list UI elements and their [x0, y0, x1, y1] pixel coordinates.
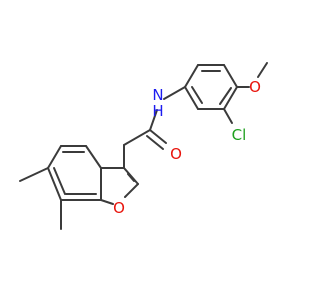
bond: [100, 199, 114, 205]
bond: [219, 87, 232, 105]
molecule-structure: N H O O O Cl: [19, 62, 268, 230]
bond: [127, 173, 135, 182]
bond: [223, 64, 238, 88]
bond: [149, 109, 158, 131]
bond: [184, 86, 199, 110]
bond: [123, 129, 151, 146]
bond: [191, 86, 203, 104]
bond: [163, 86, 186, 100]
atom-label: O: [170, 145, 182, 163]
bond: [146, 135, 164, 150]
bond: [257, 62, 268, 78]
bond: [184, 64, 199, 88]
atom-label: N: [152, 86, 163, 104]
bond: [223, 108, 233, 124]
atom-label: O: [249, 78, 261, 96]
bond: [53, 167, 66, 195]
atom-label: Cl: [232, 126, 247, 144]
atom-label: O: [113, 199, 125, 217]
bond: [124, 183, 139, 198]
bond: [149, 129, 167, 144]
bond: [47, 167, 62, 201]
bond: [19, 167, 49, 182]
atom-label: H: [152, 102, 163, 120]
atom-labels: N H O O O Cl: [113, 78, 261, 217]
bond-set: [19, 62, 268, 230]
bond: [85, 145, 102, 169]
bond: [47, 145, 62, 169]
bond: [223, 86, 238, 110]
